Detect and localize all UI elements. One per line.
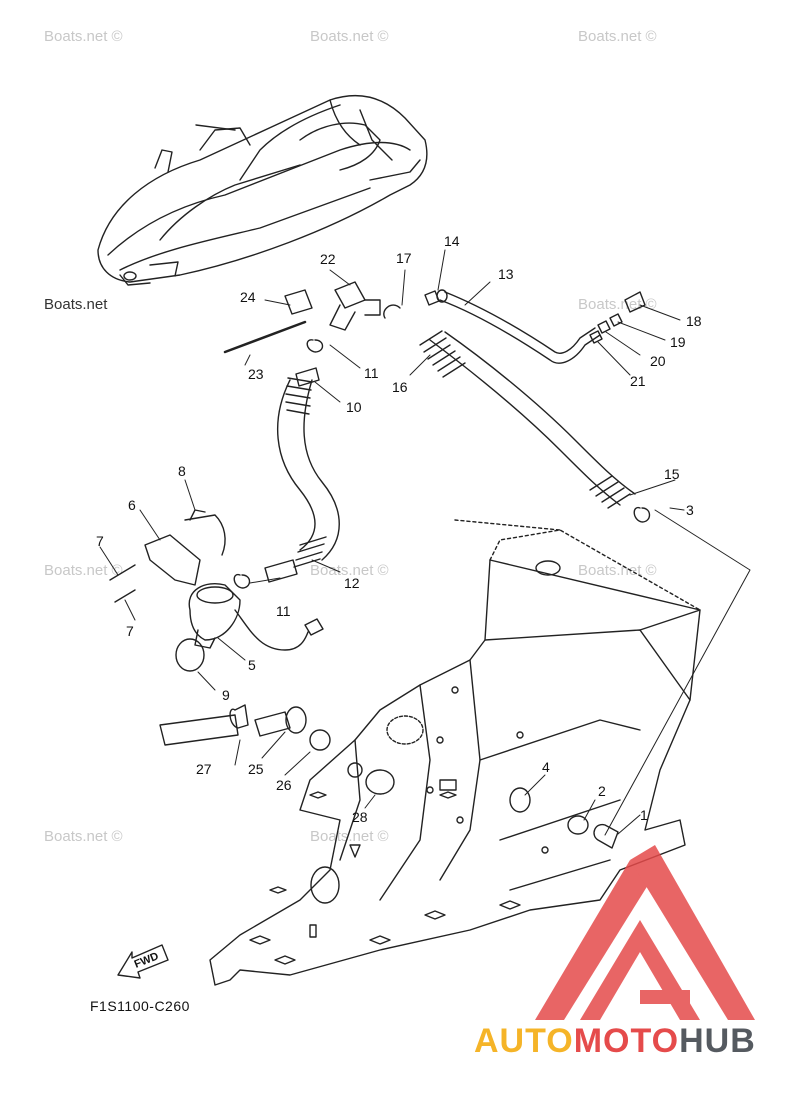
callout-13: 13 — [498, 266, 514, 282]
callout-7: 7 — [96, 533, 104, 549]
bracket-6-8 — [109, 509, 226, 603]
callout-2: 2 — [598, 783, 606, 799]
callout-9: 9 — [222, 687, 230, 703]
hull-section — [209, 519, 701, 986]
fwd-arrow-icon — [117, 944, 169, 979]
callout-24: 24 — [240, 289, 256, 305]
callout-6: 6 — [128, 497, 136, 513]
fwd-label: FWD — [133, 950, 161, 971]
callout-1: 1 — [640, 807, 648, 823]
fittings — [159, 281, 651, 849]
callout-16: 16 — [392, 379, 408, 395]
callout-11: 11 — [276, 603, 291, 619]
hose-10-12 — [264, 367, 340, 583]
leader-lines — [99, 249, 751, 836]
callout-23: 23 — [248, 366, 264, 382]
callout-18: 18 — [686, 313, 702, 329]
watermark: Boats.net © — [578, 28, 657, 45]
callout-7: 7 — [126, 623, 134, 639]
callout-4: 4 — [542, 759, 550, 775]
automotohub-brand: AUTOMOTOHUB — [474, 1022, 756, 1061]
watermark: Boats.net © — [44, 828, 123, 845]
diagram-code: F1S1100-C260 — [90, 998, 190, 1014]
callout-21: 21 — [630, 373, 646, 389]
callout-14: 14 — [444, 233, 460, 249]
watermark: Boats.net © — [578, 562, 657, 579]
callout-17: 17 — [396, 250, 412, 266]
hose-13-15-16 — [419, 289, 636, 509]
callout-22: 22 — [320, 251, 336, 267]
automotohub-logo-icon — [535, 845, 755, 1020]
brand-part-hub: HUB — [679, 1022, 756, 1060]
watermark: Boats.net © — [310, 28, 389, 45]
brand-part-moto: MOTO — [573, 1022, 680, 1060]
callout-12: 12 — [344, 575, 360, 591]
callout-3: 3 — [686, 502, 694, 518]
callout-numbers: 1 2 3 4 5 6 7 7 8 9 10 11 11 12 13 14 15… — [96, 233, 702, 825]
callout-19: 19 — [670, 334, 686, 350]
callout-11: 11 — [364, 365, 379, 381]
brand-part-auto: AUTO — [474, 1022, 574, 1060]
callout-10: 10 — [346, 399, 362, 415]
watermark: Boats.net — [44, 296, 108, 313]
callout-15: 15 — [664, 466, 680, 482]
callout-8: 8 — [178, 463, 186, 479]
bilge-pump-5 — [175, 583, 324, 672]
callout-25: 25 — [248, 761, 264, 777]
callout-27: 27 — [196, 761, 212, 777]
watermark: Boats.net © — [44, 28, 123, 45]
callout-20: 20 — [650, 353, 666, 369]
watermark: Boats.net © — [310, 562, 389, 579]
watermark: Boats.net © — [310, 828, 389, 845]
callout-26: 26 — [276, 777, 292, 793]
watermark: Boats.net © — [44, 562, 123, 579]
watercraft-illustration — [97, 94, 428, 286]
callout-5: 5 — [248, 657, 256, 673]
callout-28: 28 — [352, 809, 368, 825]
